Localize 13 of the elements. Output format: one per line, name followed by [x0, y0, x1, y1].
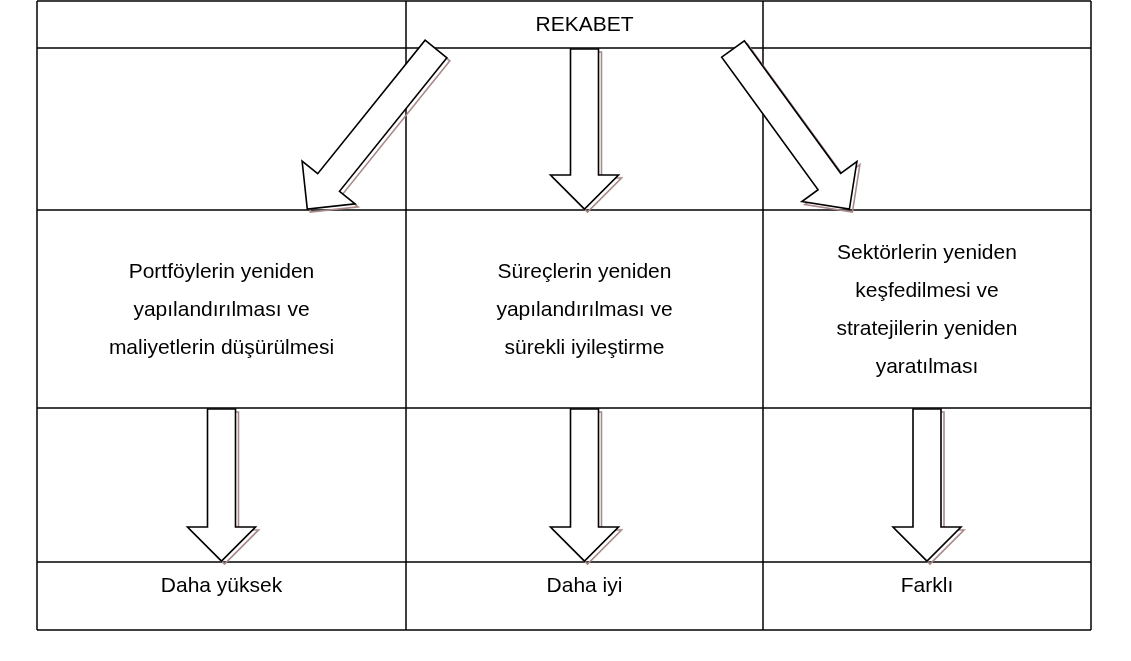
cell-text: Daha yüksek — [160, 572, 283, 598]
block-arrow — [720, 39, 861, 213]
cell-text: Farklı — [900, 572, 954, 598]
cell-text: Daha iyi — [546, 572, 623, 598]
block-arrow — [548, 48, 624, 214]
cell-text: Portföylerin yeniden yapılandırılması ve maliyetlerin düşürülmesi — [107, 258, 336, 360]
block-arrow — [891, 408, 966, 566]
block-arrow — [185, 408, 261, 566]
cell-text: REKABET — [535, 11, 634, 37]
cell-text: Süreçlerin yeniden yapılandırılması ve sürekli iyileştirme — [495, 258, 674, 360]
block-arrow — [548, 408, 624, 566]
cell-text: Sektörlerin yeniden keşfedilmesi ve stratejilerin yeniden yaratılması — [835, 239, 1019, 379]
block-arrow — [301, 39, 452, 213]
